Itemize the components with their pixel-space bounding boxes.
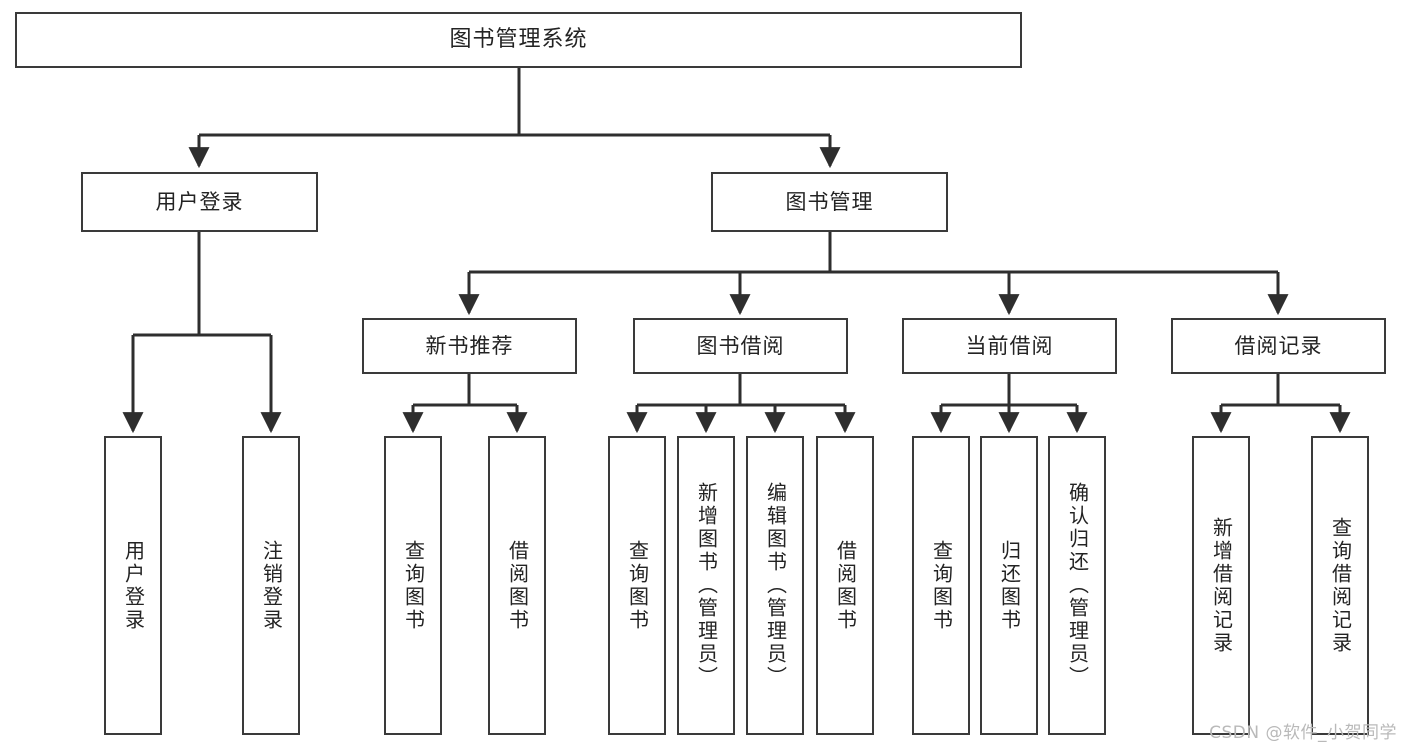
leaf-borrowrecord-query-record[interactable]: 查询借阅记录 (1311, 436, 1369, 735)
leaf-bookborrow-edit-book-admin[interactable]: 编辑图书（管理员） (746, 436, 804, 735)
node-current-borrow[interactable]: 当前借阅 (902, 318, 1117, 374)
leaf-currentborrow-return-book[interactable]: 归还图书 (980, 436, 1038, 735)
node-book-borrow-label: 图书借阅 (696, 333, 785, 358)
node-new-book-recommend-label: 新书推荐 (425, 333, 514, 358)
node-root-label: 图书管理系统 (449, 27, 588, 53)
leaf-user-login-logout[interactable]: 注销登录 (242, 436, 300, 735)
leaf-currentborrow-query-book[interactable]: 查询图书 (912, 436, 970, 735)
node-borrow-record[interactable]: 借阅记录 (1171, 318, 1386, 374)
csdn-watermark: CSDN @软件_小贺同学 (1209, 723, 1397, 743)
node-user-login[interactable]: 用户登录 (81, 172, 318, 232)
node-book-management[interactable]: 图书管理 (711, 172, 948, 232)
leaf-user-login-login[interactable]: 用户登录 (104, 436, 162, 735)
leaf-newbook-borrow-book[interactable]: 借阅图书 (488, 436, 546, 735)
leaf-label: 查询图书 (401, 539, 426, 632)
leaf-label: 确认归还（管理员） (1065, 482, 1090, 689)
leaf-bookborrow-borrow-book[interactable]: 借阅图书 (816, 436, 874, 735)
leaf-borrowrecord-add-record[interactable]: 新增借阅记录 (1192, 436, 1250, 735)
leaf-label: 注销登录 (259, 539, 284, 632)
leaf-label: 查询图书 (625, 539, 650, 632)
node-new-book-recommend[interactable]: 新书推荐 (362, 318, 577, 374)
leaf-currentborrow-confirm-return-admin[interactable]: 确认归还（管理员） (1048, 436, 1106, 735)
leaf-label: 查询图书 (929, 539, 954, 632)
leaf-label: 归还图书 (997, 539, 1022, 632)
leaf-bookborrow-add-book-admin[interactable]: 新增图书（管理员） (677, 436, 735, 735)
leaf-label: 编辑图书（管理员） (763, 482, 788, 689)
node-root-book-management-system[interactable]: 图书管理系统 (15, 12, 1022, 68)
node-borrow-record-label: 借阅记录 (1234, 333, 1323, 358)
node-book-borrow[interactable]: 图书借阅 (633, 318, 848, 374)
leaf-newbook-query-book[interactable]: 查询图书 (384, 436, 442, 735)
leaf-label: 新增图书（管理员） (694, 482, 719, 689)
node-book-management-label: 图书管理 (785, 189, 874, 214)
leaf-label: 借阅图书 (833, 539, 858, 632)
leaf-bookborrow-query-book[interactable]: 查询图书 (608, 436, 666, 735)
leaf-label: 查询借阅记录 (1328, 516, 1353, 655)
node-current-borrow-label: 当前借阅 (965, 333, 1054, 358)
leaf-label: 借阅图书 (505, 539, 530, 632)
leaf-label: 用户登录 (121, 539, 146, 632)
leaf-label: 新增借阅记录 (1209, 516, 1234, 655)
node-user-login-label: 用户登录 (155, 189, 244, 214)
